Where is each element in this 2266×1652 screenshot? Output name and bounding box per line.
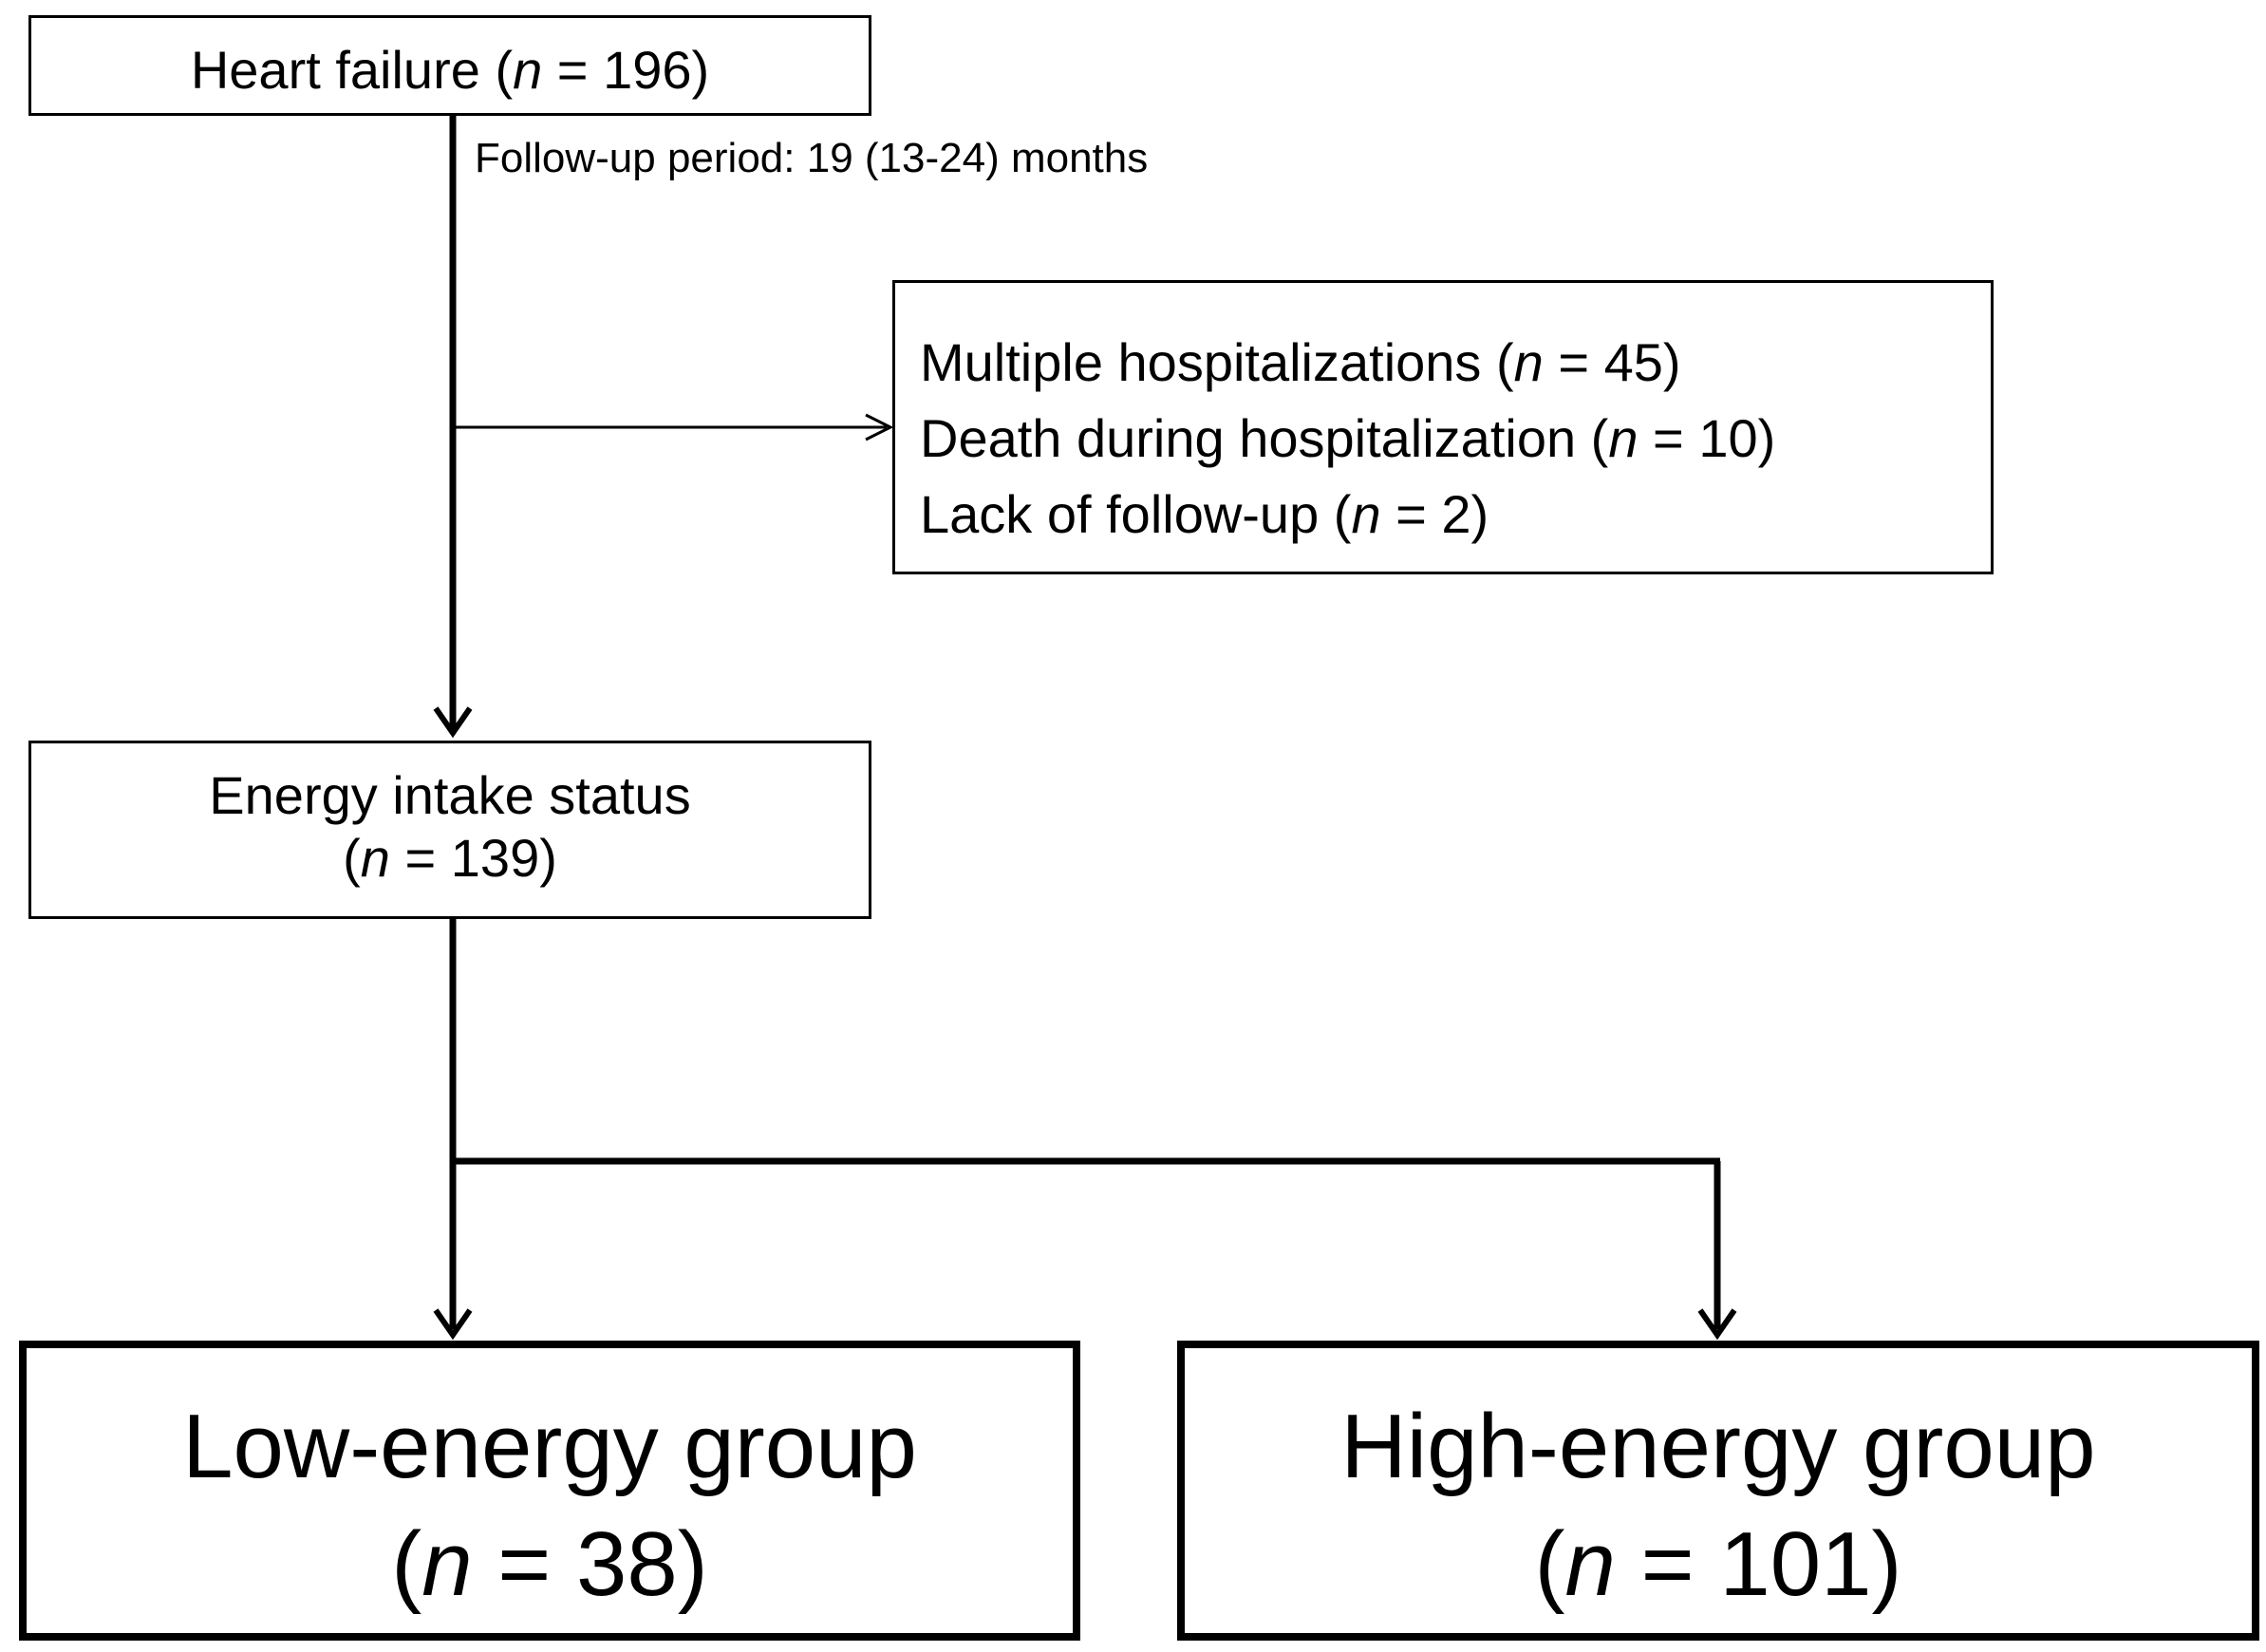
exclusions-box: Multiple hospitalizations (n = 45) Death… (892, 280, 1994, 574)
arrowhead-exclusions (865, 413, 894, 441)
exclusions-list: Multiple hospitalizations (n = 45) Death… (920, 325, 1775, 553)
n-variable: n (1608, 408, 1639, 468)
arrowhead-energy-intake (433, 706, 473, 739)
exclusion-item: Death during hospitalization (n = 10) (920, 408, 1776, 468)
follow-up-label: Follow-up period: 19 (13-24) months (475, 135, 1149, 181)
high-energy-group-label: High-energy group (n = 101) (1340, 1396, 2096, 1615)
high-energy-group-box: High-energy group (n = 101) (1177, 1341, 2259, 1641)
n-variable: n (1564, 1513, 1616, 1615)
n-variable: n (513, 40, 543, 100)
n-variable: n (360, 828, 390, 888)
n-variable: n (1513, 332, 1544, 392)
heart-failure-box: Heart failure (n = 196) (28, 15, 871, 116)
arrowhead-low-energy (433, 1308, 473, 1341)
energy-intake-box: Energy intake status (n = 139) (28, 741, 871, 919)
low-energy-group-label: Low-energy group (n = 38) (182, 1396, 917, 1615)
exclusion-item: Multiple hospitalizations (n = 45) (920, 332, 1681, 392)
arrowhead-high-energy (1697, 1308, 1737, 1341)
low-energy-group-box: Low-energy group (n = 38) (19, 1341, 1080, 1641)
n-variable: n (421, 1513, 473, 1615)
energy-intake-label: Energy intake status (n = 139) (209, 765, 691, 888)
exclusion-item: Lack of follow-up (n = 2) (920, 484, 1489, 544)
n-variable: n (1351, 484, 1381, 544)
heart-failure-label: Heart failure (n = 196) (190, 40, 710, 100)
